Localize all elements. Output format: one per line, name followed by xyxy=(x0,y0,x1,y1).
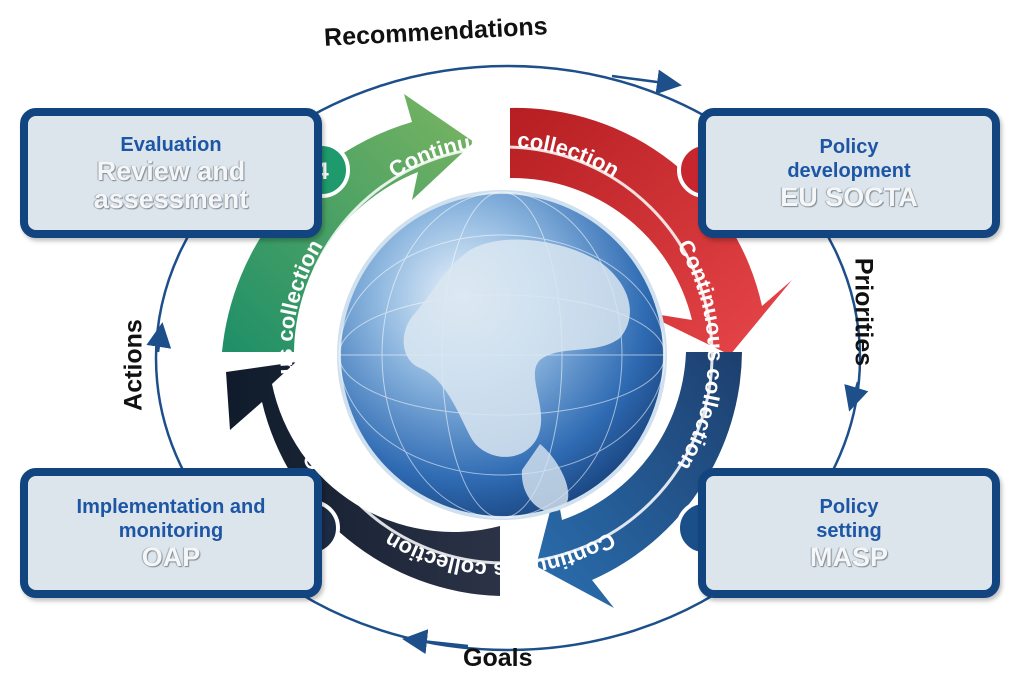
step-2-label: Policy setting xyxy=(816,496,882,542)
step-3-label: Implementation and monitoring xyxy=(76,496,266,542)
arc-arrow-step-3 xyxy=(226,362,500,596)
label-goals: Goals xyxy=(463,644,533,672)
label-actions: Actions xyxy=(119,319,148,411)
step-4-sublabel: Review and assessment xyxy=(93,156,249,214)
step-4-label: Evaluation xyxy=(120,134,222,156)
arc-arrow-step-4 xyxy=(222,94,474,352)
outer-arrow-top xyxy=(611,69,682,95)
step-2-box-policy-setting: Policy setting MASP xyxy=(698,468,1000,598)
step-1-sublabel: EU SOCTA xyxy=(780,182,918,212)
label-priorities: Priorities xyxy=(849,257,878,367)
inner-collection-ring xyxy=(294,145,714,565)
arc-arrow-step-1 xyxy=(510,107,792,355)
step-2-sublabel: MASP xyxy=(809,542,888,572)
outer-arrow-left xyxy=(146,322,172,353)
step-3-sublabel: OAP xyxy=(141,542,201,572)
step-1-label: Policy development xyxy=(787,136,911,182)
outer-cycle-ring xyxy=(154,64,862,652)
step-1-box-policy-development: Policy development EU SOCTA xyxy=(698,108,1000,238)
outer-arrow-right xyxy=(844,381,869,412)
step-3-box-implementation: Implementation and monitoring OAP xyxy=(20,468,322,598)
step-4-box-evaluation: Evaluation Review and assessment xyxy=(20,108,322,238)
outer-arrow-bottom xyxy=(402,629,469,655)
globe-landmass xyxy=(403,239,630,457)
globe-landmass-south xyxy=(521,444,569,512)
